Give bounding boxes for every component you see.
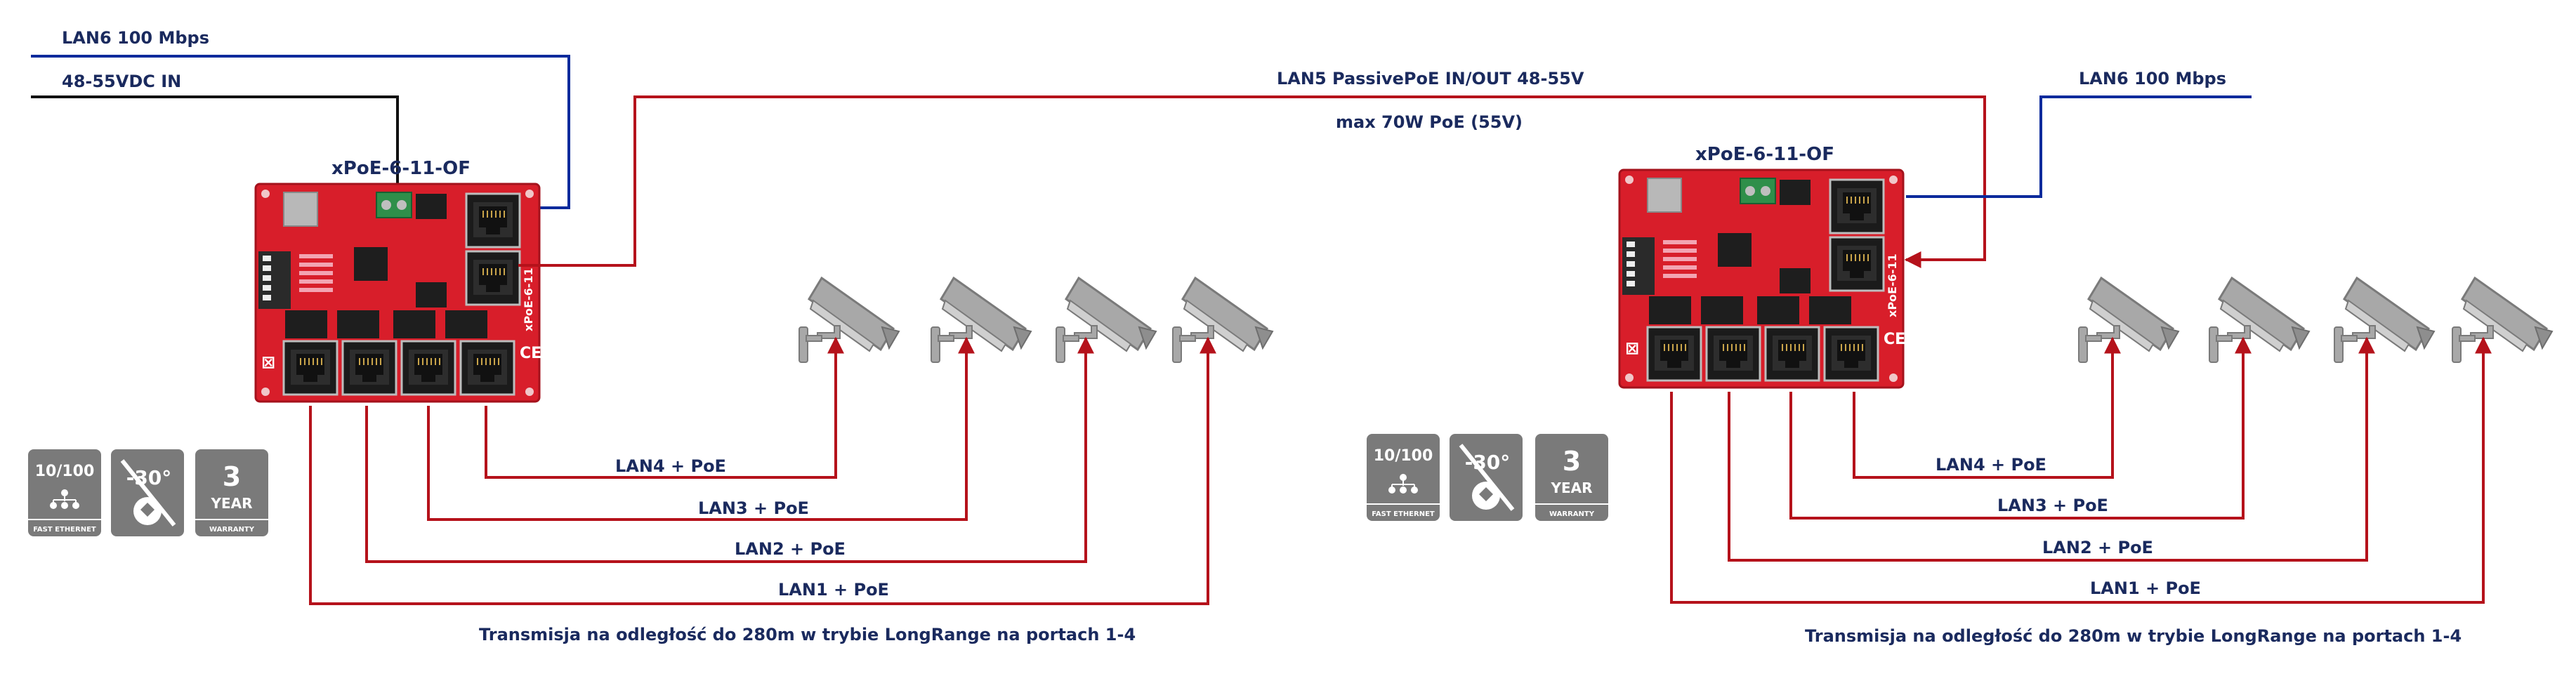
lan5-label: LAN5 PassivePoE IN/OUT 48-55V [1277, 69, 1584, 88]
right-lan3-link [1789, 336, 2252, 520]
left-caption: Transmisja na odległość do 280m w trybie… [479, 625, 1136, 644]
right-warranty-badge: 3 YEAR WARRANTY [1535, 433, 1609, 522]
right-badge-speed: 10/100 [1374, 447, 1433, 465]
left-temperature-badge: -30° [111, 449, 184, 536]
left-switch-board: xPoE-6-11 [256, 184, 541, 402]
right-board-silk: xPoE-6-11 [1886, 253, 1899, 317]
right-lan6-label: LAN6 100 Mbps [2079, 69, 2226, 88]
right-badge-speed-sub: FAST ETHERNET [1372, 510, 1435, 518]
left-lan2-link [365, 336, 1094, 563]
left-badge-warranty-num: 3 [223, 461, 241, 492]
right-lan3-label: LAN3 + PoE [1997, 496, 2108, 515]
left-badge-warranty-word: YEAR [210, 495, 252, 512]
left-device-title: xPoE-6-11-OF [331, 158, 471, 179]
left-lan4-label: LAN4 + PoE [615, 456, 726, 476]
left-fast-ethernet-badge: 10/100 FAST ETHERNET [27, 449, 102, 537]
right-lan2-link [1728, 336, 2375, 562]
left-lan1-link [309, 336, 1216, 605]
left-lan2-label: LAN2 + PoE [735, 539, 846, 559]
left-badge-speed: 10/100 [35, 463, 95, 480]
left-lan4-link [485, 336, 844, 479]
right-lan4-label: LAN4 + PoE [1936, 455, 2046, 475]
right-badge-temp: -30° [1465, 451, 1511, 474]
left-power-link [31, 95, 399, 190]
right-camera-4-icon [2451, 277, 2554, 364]
right-lan1-label: LAN1 + PoE [2090, 578, 2201, 598]
left-lan6-label: LAN6 100 Mbps [62, 28, 209, 48]
left-warranty-badge: 3 YEAR WARRANTY [195, 449, 269, 537]
left-camera-3-icon [1055, 277, 1157, 364]
right-lan4-link [1853, 336, 2121, 479]
right-badge-warranty-word: YEAR [1550, 479, 1592, 496]
right-lan1-link [1670, 336, 2492, 604]
right-lan6-link [1906, 95, 2252, 198]
right-badge-warranty-sub: WARRANTY [1549, 510, 1595, 518]
left-lan6-link [31, 55, 570, 209]
left-camera-2-icon [930, 277, 1032, 364]
right-lan2-label: LAN2 + PoE [2042, 538, 2153, 557]
left-badge-warranty-sub: WARRANTY [209, 526, 255, 534]
left-badge-speed-sub: FAST ETHERNET [33, 526, 96, 534]
right-fast-ethernet-badge: 10/100 FAST ETHERNET [1366, 433, 1440, 522]
left-camera-1-icon [798, 277, 900, 364]
right-camera-1-icon [2077, 277, 2180, 364]
left-board-silk: xPoE-6-11 [522, 267, 535, 331]
left-lan3-link [427, 336, 975, 521]
left-badge-temp: -30° [126, 466, 172, 489]
left-power-label: 48-55VDC IN [62, 72, 181, 91]
right-camera-3-icon [2333, 277, 2436, 364]
right-badge-warranty-num: 3 [1563, 446, 1581, 477]
right-switch-board: xPoE-6-11 [1619, 170, 1905, 388]
lan5-passive-poe-link [518, 95, 1986, 268]
right-device-title: xPoE-6-11-OF [1695, 144, 1834, 165]
right-temperature-badge: -30° [1450, 434, 1523, 521]
left-lan3-label: LAN3 + PoE [698, 498, 809, 518]
right-caption: Transmisja na odległość do 280m w trybie… [1805, 626, 2462, 646]
right-camera-2-icon [2208, 277, 2311, 364]
left-camera-4-icon [1171, 277, 1274, 364]
left-lan1-label: LAN1 + PoE [778, 580, 889, 600]
poe-power-label: max 70W PoE (55V) [1336, 112, 1523, 132]
